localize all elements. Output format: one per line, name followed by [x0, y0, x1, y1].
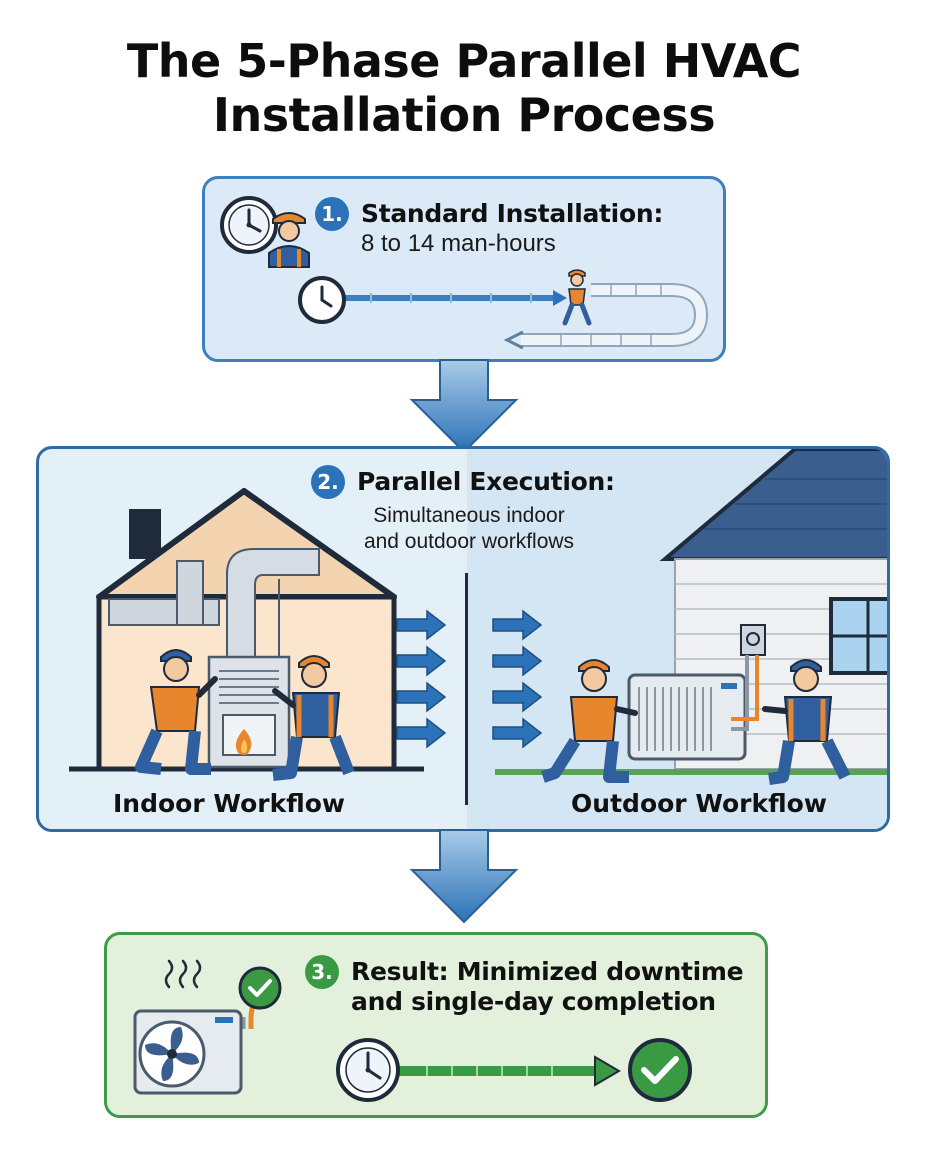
outdoor-worker-right: [762, 659, 851, 785]
furnace-icon: [235, 729, 252, 755]
heat-waves-icon: [164, 959, 202, 989]
workflow-divider: [465, 573, 468, 805]
electrical-disconnect: [731, 624, 766, 731]
fan-icon: [138, 1020, 206, 1088]
step-2-detail-line-2: and outdoor workflows: [363, 530, 575, 553]
page-title: The 5-Phase Parallel HVAC Installation P…: [0, 34, 928, 142]
outdoor-worker-left: [541, 659, 638, 783]
ground-grass: [495, 769, 887, 775]
outdoor-workflow-label: Outdoor Workflow: [571, 789, 827, 818]
step-2-badge: 2.: [311, 465, 345, 499]
step-1-detail: 8 to 14 man-hours: [361, 230, 556, 257]
walking-worker-icon: [562, 269, 592, 326]
check-icon: [628, 1038, 692, 1102]
step-1-badge: 1.: [315, 197, 349, 231]
step-3-badge: 3.: [305, 955, 339, 989]
clock-icon: [298, 276, 346, 324]
check-icon: [238, 966, 282, 1010]
sequential-timeline: [331, 283, 709, 350]
step-2-detail-line-1: Simultaneous indoor: [373, 504, 565, 527]
indoor-workflow-label: Indoor Workflow: [113, 789, 345, 818]
indoor-worker-left: [135, 649, 218, 775]
flow-arrow-down: [409, 359, 519, 454]
worker-icon: [268, 212, 310, 268]
indoor-parallel-arrows: [396, 609, 447, 749]
step-2-card: 2. Parallel Execution: Simultaneous indo…: [36, 446, 890, 832]
clock-icon: [220, 196, 278, 254]
outdoor-ac-unit: [627, 673, 747, 761]
step-3-card: 3. Result: Minimized downtime and single…: [104, 932, 768, 1118]
title-line-2: Installation Process: [212, 88, 716, 142]
completion-timeline: [397, 1055, 621, 1087]
step-3-heading-line-2: and single-day completion: [351, 987, 716, 1016]
step-1-card: 1. Standard Installation: 8 to 14 man-ho…: [202, 176, 726, 362]
step-1-heading: Standard Installation:: [361, 199, 664, 228]
clock-icon: [336, 1038, 400, 1102]
indoor-worker-right: [272, 655, 355, 781]
step-2-heading: Parallel Execution:: [357, 467, 615, 496]
outdoor-parallel-arrows: [492, 609, 543, 749]
outdoor-house-illustration: [659, 449, 887, 770]
step-3-heading-line-1: Result: Minimized downtime: [351, 957, 744, 986]
title-line-1: The 5-Phase Parallel HVAC: [126, 34, 802, 88]
flow-arrow-down: [409, 829, 519, 924]
